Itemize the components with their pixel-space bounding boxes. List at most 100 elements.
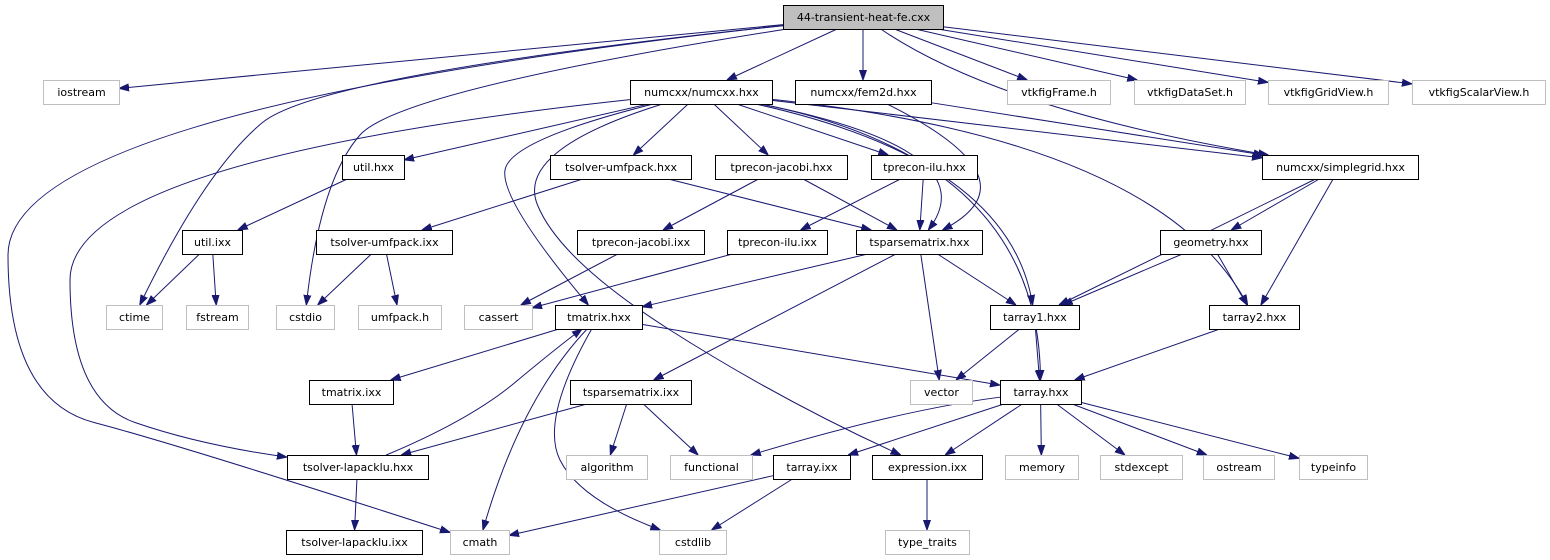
- node-numcxx-fem2d-hxx[interactable]: numcxx/fem2d.hxx: [795, 80, 932, 105]
- node-tarray1-hxx[interactable]: tarray1.hxx: [990, 305, 1080, 330]
- node-tsparsematrix-hxx[interactable]: tsparsematrix.hxx: [856, 230, 983, 255]
- edge-tarray1-to-tarrayhxx: [1035, 328, 1039, 380]
- node-box: [182, 230, 243, 255]
- node-box: [577, 230, 705, 255]
- node-box: [276, 305, 335, 330]
- node-tarray-hxx[interactable]: tarray.hxx: [1000, 380, 1082, 405]
- node-box: [286, 530, 423, 555]
- node-box: [1005, 455, 1079, 480]
- edge-tarrayixx-to-cstdlib: [712, 478, 793, 530]
- edge-simplegrid-to-tarray2: [1261, 178, 1334, 305]
- node-label: ostream: [1216, 461, 1261, 474]
- node-box: [856, 230, 983, 255]
- edge-numcxx-to-utilhxx: [404, 103, 649, 160]
- node-vtkfiggridview-h: vtkfigGridView.h: [1268, 80, 1389, 105]
- node-box: [1412, 80, 1546, 105]
- edge-numcxx-to-expression: [534, 103, 901, 455]
- node-box: [1203, 455, 1275, 480]
- node-label: functional: [684, 461, 739, 474]
- node-label: fstream: [196, 311, 238, 324]
- node-box: [464, 305, 533, 330]
- node-label: vtkfigGridView.h: [1284, 86, 1374, 99]
- edge-tarrayhxx-to-ostream: [1072, 403, 1207, 455]
- node-label: vector: [924, 386, 959, 399]
- node-label: expression.ixx: [888, 461, 967, 474]
- node-cstdio: cstdio: [276, 305, 335, 330]
- node-label: tmatrix.ixx: [322, 386, 382, 399]
- node-tsolver-lapacklu-hxx[interactable]: tsolver-lapacklu.hxx: [287, 455, 429, 480]
- node-label: tprecon-jacobi.hxx: [730, 161, 833, 174]
- node-umfpack-h: umfpack.h: [358, 305, 442, 330]
- node-iostream: iostream: [43, 80, 120, 105]
- node-tsparsematrix-ixx[interactable]: tsparsematrix.ixx: [570, 380, 692, 405]
- edge-tpjacobihxx-to-tpjacobiixx: [663, 178, 759, 230]
- edge-numcxx-to-tmatrixhxx: [504, 103, 654, 305]
- node-box: [871, 155, 978, 180]
- node-tmatrix-ixx[interactable]: tmatrix.ixx: [309, 380, 394, 405]
- node-label: vtkfigDataSet.h: [1147, 86, 1233, 99]
- node-label: tarray.hxx: [1013, 386, 1069, 399]
- node-box: [1160, 230, 1262, 255]
- node-box: [630, 80, 773, 105]
- edge-tarrayhxx-to-functional: [751, 396, 1001, 455]
- node-box: [773, 455, 851, 480]
- node-label: tsolver-umfpack.hxx: [565, 161, 678, 174]
- edge-tarrayixx-to-cmath: [509, 475, 774, 536]
- edge-root-to-cmath: [7, 25, 784, 533]
- edge-tpiluhxx-to-tsparsehxx: [920, 178, 923, 230]
- node-box: [670, 455, 753, 480]
- edge-utilhxx-to-utilixx: [238, 178, 348, 230]
- node-util-hxx[interactable]: util.hxx: [342, 155, 405, 180]
- node-box: [186, 305, 249, 330]
- node-vtkfigdataset-h: vtkfigDataSet.h: [1134, 80, 1246, 105]
- node-tarray-ixx[interactable]: tarray.ixx: [773, 455, 851, 480]
- node-tprecon-jacobi-hxx[interactable]: tprecon-jacobi.hxx: [715, 155, 848, 180]
- node-numcxx-numcxx-hxx[interactable]: numcxx/numcxx.hxx: [630, 80, 773, 105]
- edge-tsparsehxx-to-tarray1: [937, 253, 1016, 305]
- node-box: [316, 230, 453, 255]
- node-label: tarray1.hxx: [1003, 311, 1067, 324]
- node-geometry-hxx[interactable]: geometry.hxx: [1160, 230, 1262, 255]
- node-box: [570, 380, 692, 405]
- edge-tsolverumfhxx-to-tsolverumfixx: [422, 178, 583, 230]
- node-label: algorithm: [580, 461, 633, 474]
- node-algorithm: algorithm: [566, 455, 648, 480]
- node-tprecon-ilu-hxx[interactable]: tprecon-ilu.hxx: [871, 155, 978, 180]
- edge-tarray2-to-tarrayhxx: [1075, 328, 1221, 380]
- node-44-transient-heat-fe-cxx[interactable]: 44-transient-heat-fe.cxx: [783, 5, 944, 30]
- node-label: tsparsematrix.hxx: [869, 236, 970, 249]
- node-label: vtkfigScalarView.h: [1429, 86, 1530, 99]
- node-box: [106, 305, 163, 330]
- edge-tarrayhxx-to-expression: [945, 403, 1023, 455]
- node-tmatrix-hxx[interactable]: tmatrix.hxx: [555, 305, 643, 330]
- node-label: stdexcept: [1114, 461, 1169, 474]
- node-label: numcxx/numcxx.hxx: [644, 86, 759, 99]
- edge-tsolverlapackhxx-to-tmatrixhxx: [386, 329, 582, 456]
- edge-tsparseixx-to-functional: [643, 403, 698, 455]
- edge-numcxx-to-tsolverlapackhxx: [69, 99, 631, 458]
- node-tsolver-umfpack-hxx[interactable]: tsolver-umfpack.hxx: [550, 155, 692, 180]
- node-box: [342, 155, 405, 180]
- node-tsolver-lapacklu-ixx[interactable]: tsolver-lapacklu.ixx: [286, 530, 423, 555]
- nodes-layer: 44-transient-heat-fe.cxx iostream numcxx/n…: [43, 5, 1546, 555]
- node-tprecon-jacobi-ixx[interactable]: tprecon-jacobi.ixx: [577, 230, 705, 255]
- node-box: [795, 80, 932, 105]
- node-tarray2-hxx[interactable]: tarray2.hxx: [1209, 305, 1300, 330]
- edge-tsolverumfhxx-to-tsparsehxx: [668, 178, 871, 230]
- node-cstdlib: cstdlib: [659, 530, 727, 555]
- edge-root-to-numcxx: [727, 28, 838, 80]
- edge-tarrayhxx-to-typeinfo: [1080, 401, 1299, 458]
- node-util-ixx[interactable]: util.ixx: [182, 230, 243, 255]
- node-type-traits: type_traits: [885, 530, 970, 555]
- edge-tarrayhxx-to-stdexcept: [1056, 403, 1125, 455]
- node-label: umfpack.h: [371, 311, 429, 324]
- node-label: tsolver-lapacklu.hxx: [303, 461, 414, 474]
- node-tprecon-ilu-ixx[interactable]: tprecon-ilu.ixx: [727, 230, 828, 255]
- edge-root-to-vtkGridView: [937, 28, 1268, 82]
- node-box: [1000, 380, 1082, 405]
- node-tsolver-umfpack-ixx[interactable]: tsolver-umfpack.ixx: [316, 230, 453, 255]
- node-label: tsolver-umfpack.ixx: [330, 236, 439, 249]
- node-expression-ixx[interactable]: expression.ixx: [872, 455, 983, 480]
- node-numcxx-simplegrid-hxx[interactable]: numcxx/simplegrid.hxx: [1262, 155, 1419, 180]
- edge-tmatrixixx-to-tsolverlapackhxx: [352, 403, 356, 455]
